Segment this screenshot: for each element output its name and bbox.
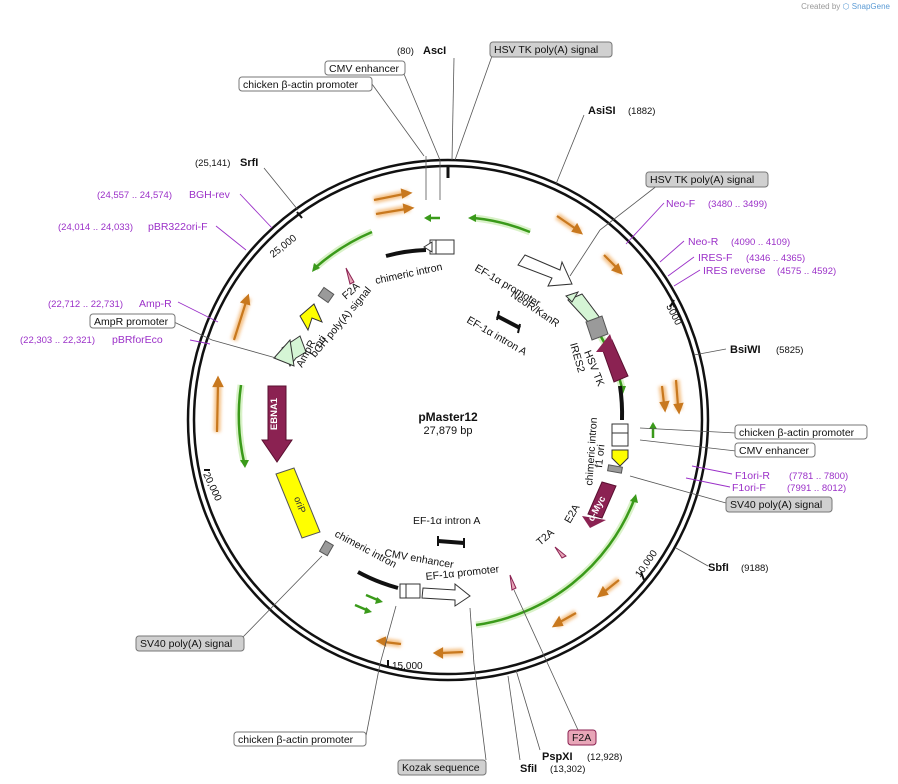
sfii-pos: (13,302) xyxy=(550,764,585,775)
plasmid-length: 27,879 bp xyxy=(424,425,473,437)
cmv-enhancer-right-box xyxy=(611,423,629,447)
ef1a-intron-bottom-label: EF-1α intron A xyxy=(413,515,480,527)
f1-ori-arrow xyxy=(611,449,629,467)
plasmid-name: pMaster12 xyxy=(418,410,478,424)
snapgene-watermark: Created by ⬡ SnapGene xyxy=(801,2,890,11)
pbrfor-name: pBRforEco xyxy=(112,334,163,346)
iresf-pos: (4346 .. 4365) xyxy=(746,253,805,264)
chimeric-intron-bottom-arc xyxy=(357,570,399,590)
neor-name: Neo-R xyxy=(688,236,719,248)
f2a-box-label: F2A xyxy=(572,732,591,744)
ef1a-intron-top-label: EF-1α intron A xyxy=(465,314,529,358)
asisi-name: AsiSI xyxy=(588,105,616,117)
bsiwi-pos: (5825) xyxy=(776,345,803,356)
kozak-box-label: Kozak sequence xyxy=(402,762,480,774)
asisi-pos: (1882) xyxy=(628,106,655,117)
hsvtk-top-box-label: HSV TK poly(A) signal xyxy=(494,44,598,56)
ires-gray-block xyxy=(585,315,609,341)
ires2-label: IRES2 xyxy=(567,342,587,375)
tick-15000: 15,000 xyxy=(392,661,423,672)
sv40-right-gray xyxy=(607,464,623,474)
ampr-promoter-box-label: AmpR promoter xyxy=(94,316,169,328)
restriction-sites: (80) AscI AsiSI (1882) (25,141) SrfI Bsi… xyxy=(195,45,803,775)
f2a-left-mark xyxy=(345,267,355,285)
t2a-mark xyxy=(554,546,567,559)
ampr-primer-pos: (22,712 .. 22,731) xyxy=(48,299,123,310)
ef1a-intron-bottom-bar xyxy=(437,539,465,545)
chimeric-intron-right-arc xyxy=(618,385,625,421)
iresrev-name: IRES reverse xyxy=(703,265,766,277)
sbfi-name: SbfI xyxy=(708,562,729,574)
bghrev-name: BGH-rev xyxy=(189,189,231,201)
f1orif-pos: (7991 .. 8012) xyxy=(787,483,846,494)
srfi-name: SrfI xyxy=(240,157,258,169)
cba-top-box-label: chicken β-actin promoter xyxy=(243,79,359,91)
snapgene-logo-icon: ⬡ xyxy=(842,2,850,11)
sfii-name: SfiI xyxy=(520,763,537,775)
pspxi-name: PspXI xyxy=(542,751,573,763)
boxed-labels: HSV TK poly(A) signal CMV enhancer chick… xyxy=(89,41,868,776)
sv40-left-box-label: SV40 poly(A) signal xyxy=(140,638,232,650)
primers: (24,557 .. 24,574) BGH-rev (24,014 .. 24… xyxy=(20,189,848,494)
ebna1-label: EBNA1 xyxy=(269,397,280,430)
neof-pos: (3480 .. 3499) xyxy=(708,199,767,210)
hsvtk-right-box-label: HSV TK poly(A) signal xyxy=(650,174,754,186)
bghrev-pos: (24,557 .. 24,574) xyxy=(97,190,172,201)
f1orir-pos: (7781 .. 7800) xyxy=(789,471,848,482)
pbrfor-pos: (22,303 .. 22,321) xyxy=(20,335,95,346)
pspxi-pos: (12,928) xyxy=(587,752,622,763)
cmv-right-box-label: CMV enhancer xyxy=(739,445,810,457)
backbone-outer xyxy=(186,158,710,682)
f2a-mark xyxy=(509,574,517,591)
ef1a-promoter-bottom-arrow xyxy=(421,582,471,607)
pbr322-pos: (24,014 .. 24,033) xyxy=(58,222,133,233)
asci-pos: (80) xyxy=(397,46,414,57)
primer-leaders xyxy=(177,193,733,488)
neor-pos: (4090 .. 4109) xyxy=(731,237,790,248)
orf-arcs-orange xyxy=(212,188,684,659)
cmyc-arrow xyxy=(587,481,617,519)
cba-bottom-box-label: chicken β-actin promoter xyxy=(238,734,354,746)
ori-left-label: ori xyxy=(312,333,328,349)
chimeric-intron-right-label: chimeric intron xyxy=(583,417,600,486)
srfi-pos: (25,141) xyxy=(195,158,230,169)
chimeric-intron-top-label: chimeric intron xyxy=(374,261,443,287)
f1-ori-label: f1 ori xyxy=(593,444,607,468)
t2a-label: T2A xyxy=(534,527,556,549)
chimeric-intron-top-arc xyxy=(385,248,427,258)
pbr322-name: pBR322ori-F xyxy=(148,221,208,233)
asci-name: AscI xyxy=(423,45,446,57)
cmv-enhancer-top-box xyxy=(429,239,455,255)
ampr-primer-name: Amp-R xyxy=(139,298,172,310)
iresf-name: IRES-F xyxy=(698,252,732,264)
ebna1-arrow xyxy=(261,385,293,463)
ef1a-intron-top-bar xyxy=(496,314,521,330)
f1orir-name: F1ori-R xyxy=(735,470,770,482)
e2a-label: E2A xyxy=(562,502,582,525)
sv40-right-box-label: SV40 poly(A) signal xyxy=(730,499,822,511)
bgh-gray xyxy=(317,286,335,304)
leader-lines xyxy=(173,55,737,761)
f1orif-name: F1ori-F xyxy=(732,482,766,494)
bsiwi-name: BsiWI xyxy=(730,344,761,356)
ef1a-promoter-top-arrow xyxy=(517,254,573,287)
iresrev-pos: (4575 .. 4592) xyxy=(777,266,836,277)
cba-right-box-label: chicken β-actin promoter xyxy=(739,427,855,439)
neof-name: Neo-F xyxy=(666,198,695,210)
cmv-top-box-label: CMV enhancer xyxy=(329,63,400,75)
sbfi-pos: (9188) xyxy=(741,563,768,574)
cmv-enhancer-bottom-box xyxy=(399,583,421,599)
orip-box xyxy=(275,467,321,539)
sv40-left-gray xyxy=(318,540,335,557)
ori-left-arrow xyxy=(299,303,323,332)
